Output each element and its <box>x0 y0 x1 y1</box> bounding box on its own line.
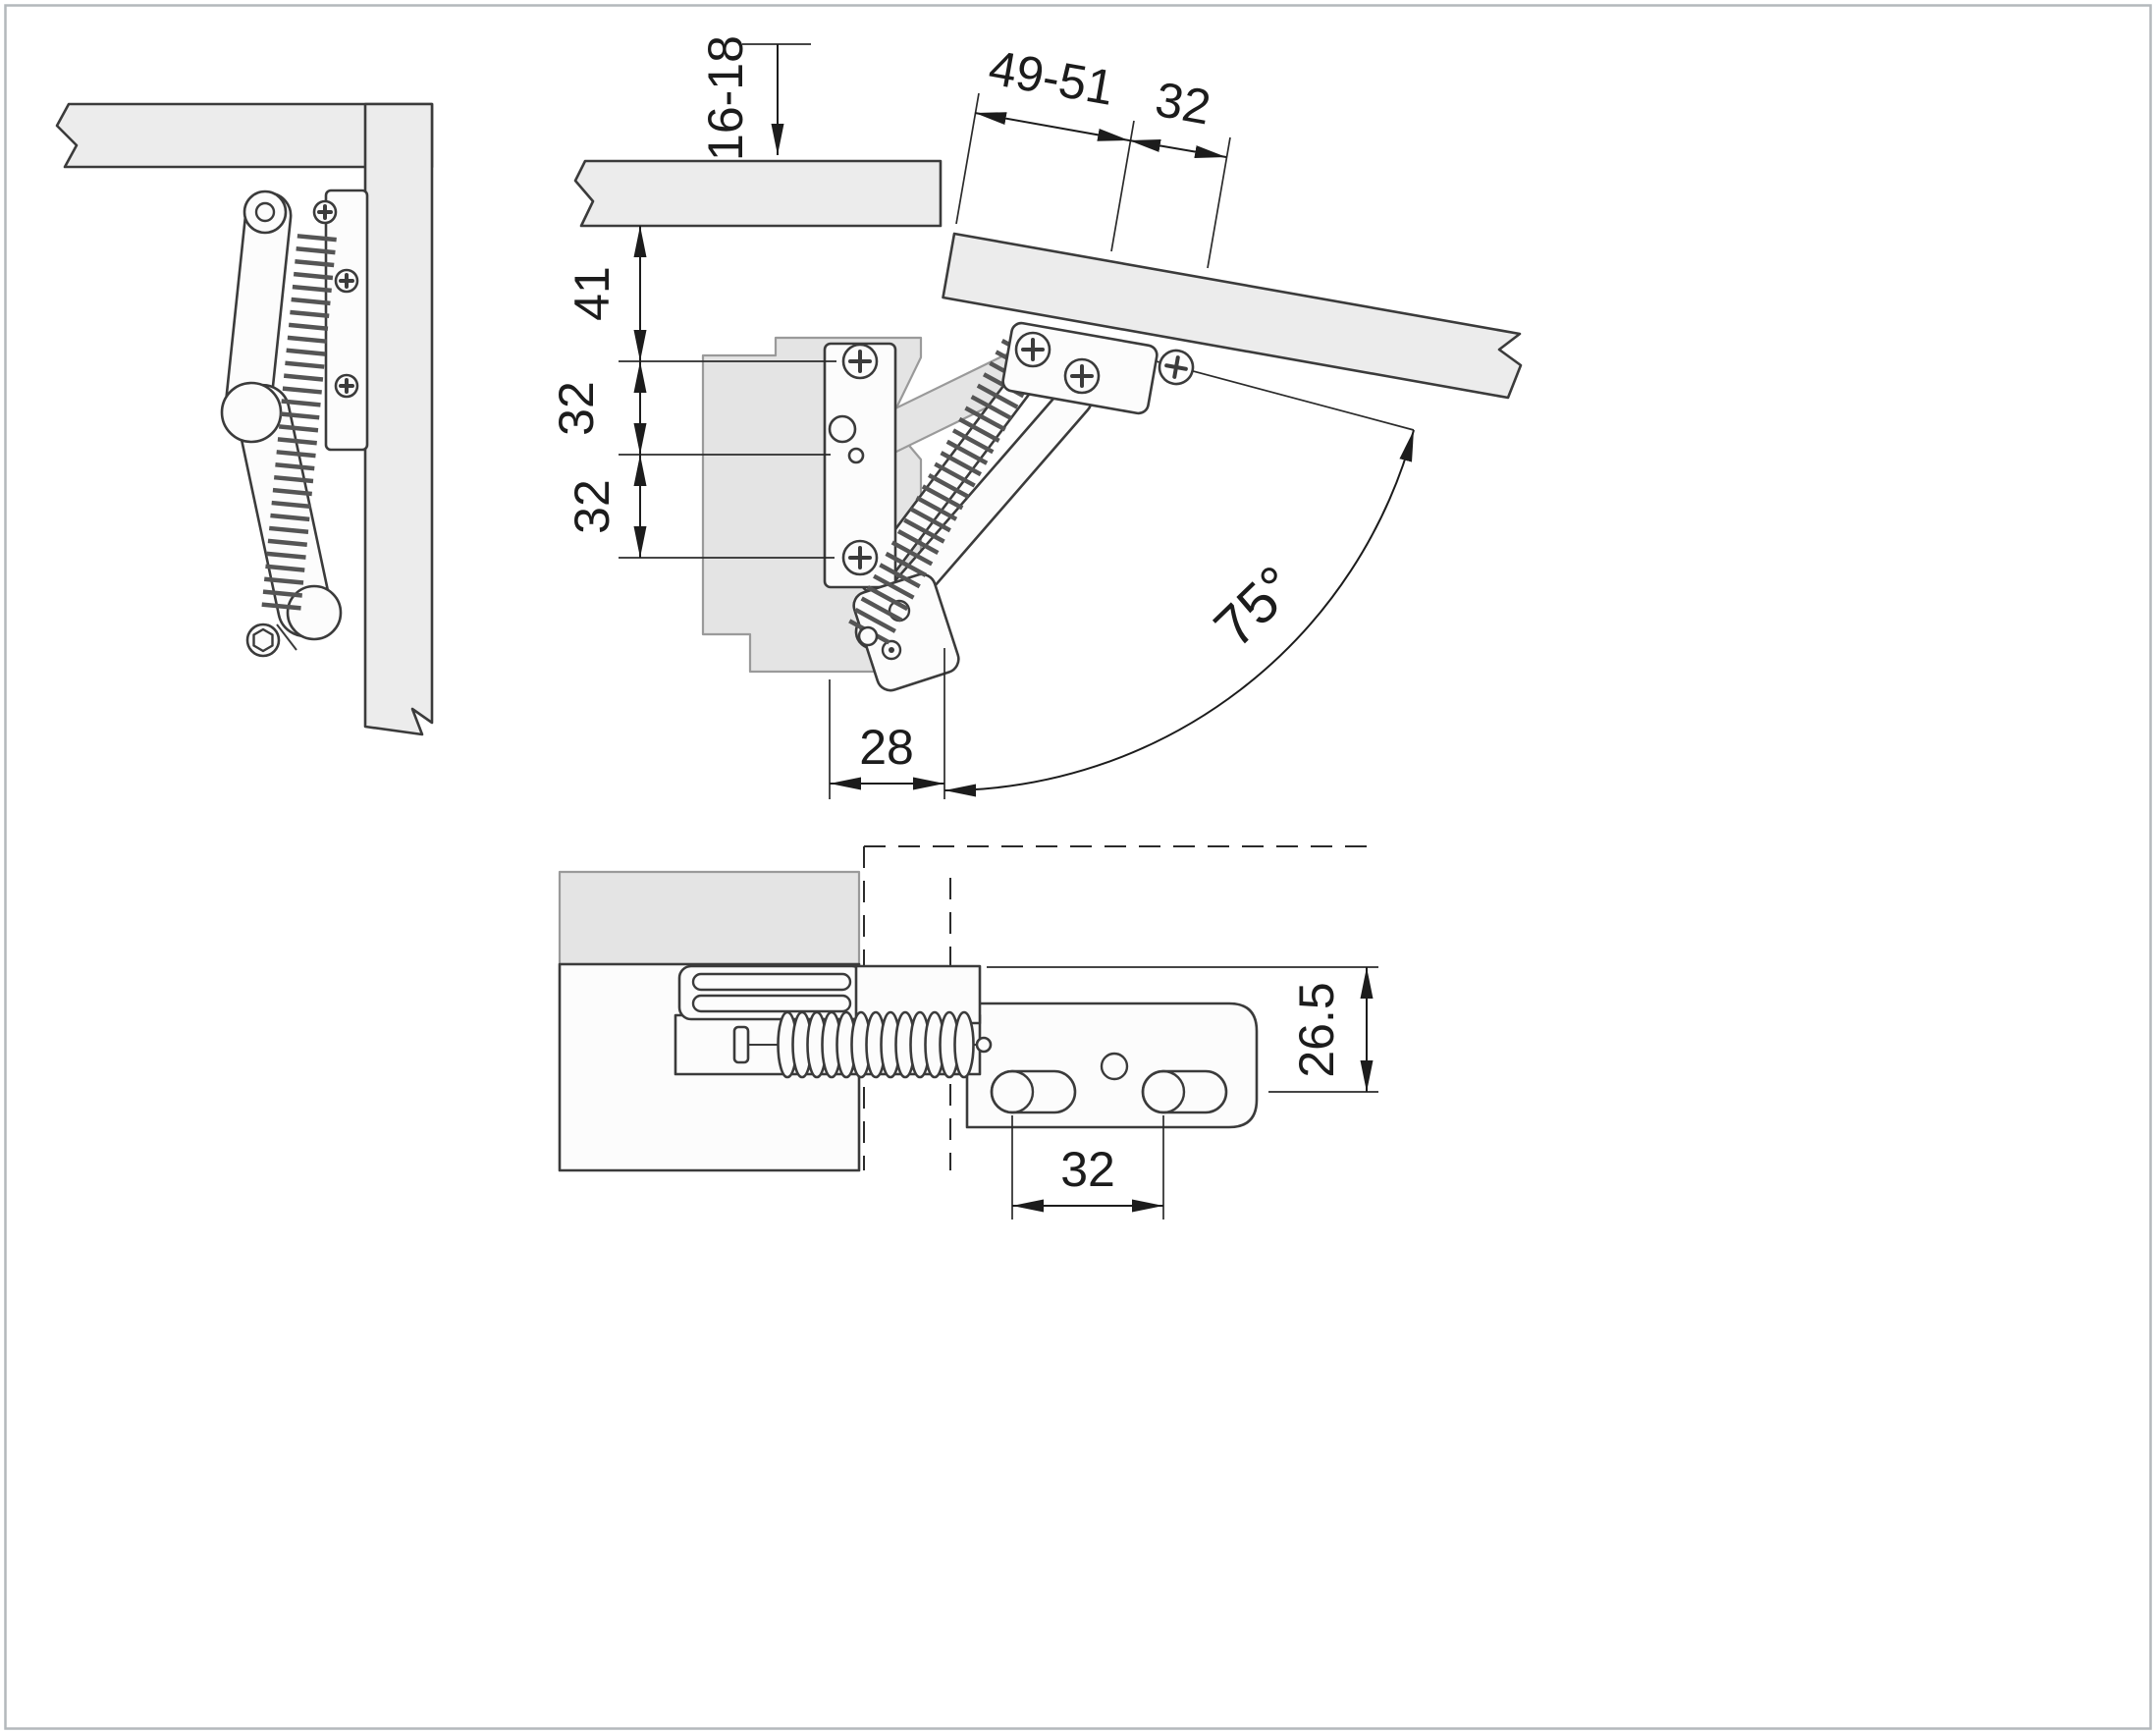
adjust-bolt <box>245 623 281 658</box>
pivot-bottom <box>286 584 343 641</box>
keyhole-round-right <box>1141 1069 1186 1114</box>
dim-slot-pitch: 32 <box>1011 1115 1164 1219</box>
dim-label-49-51: 49-51 <box>985 40 1118 116</box>
screw-icon <box>841 343 879 380</box>
dim-plate-depth: 26.5 <box>987 966 1378 1093</box>
closed-position-view <box>55 102 434 736</box>
screw-icon <box>841 539 879 576</box>
dim-label-32-a: 32 <box>549 381 604 436</box>
wing-slot <box>691 994 852 1013</box>
adjust-bolt-hex <box>252 627 274 653</box>
screw-icon <box>1014 331 1051 368</box>
dim-label-28: 28 <box>859 720 914 775</box>
screw-icon <box>1155 346 1198 389</box>
top-panel <box>573 159 943 228</box>
dim-flap-holes: 49-51 32 <box>955 40 1231 269</box>
screw-icon <box>334 268 359 294</box>
dim-panel-thickness: 16-18 <box>698 35 811 161</box>
pivot-hole <box>881 639 902 661</box>
page-border <box>4 4 2152 1730</box>
flap-board <box>942 232 1523 400</box>
spring-rod-end <box>975 1036 993 1054</box>
panel-section-gray <box>558 870 861 966</box>
dim-label-16-18: 16-18 <box>698 35 753 161</box>
screw-icon <box>334 373 359 399</box>
screw-icon <box>1063 357 1101 395</box>
center-hole <box>1100 1052 1129 1081</box>
pivot-top-pin <box>254 201 276 223</box>
mounting-bracket <box>324 189 369 452</box>
side-panel <box>363 102 434 736</box>
open-position-view: 16-18 41 32 32 49-51 32 <box>549 35 1523 799</box>
plan-view: 26.5 32 <box>558 845 1378 1219</box>
hole-small <box>847 447 865 464</box>
screw-icon <box>312 199 338 225</box>
dim-label-32-flap: 32 <box>1152 72 1215 135</box>
spring-coil <box>953 1010 975 1079</box>
dim-label-26-5: 26.5 <box>1289 982 1344 1077</box>
pivot-top <box>243 190 288 235</box>
wing-slot <box>691 972 852 992</box>
tension-spring-open <box>847 338 1044 646</box>
keyhole-round-left <box>990 1069 1035 1114</box>
pivot-pin <box>889 647 894 653</box>
dim-label-32-b: 32 <box>565 479 620 534</box>
pivot-middle <box>220 381 283 444</box>
spring-hook <box>276 623 297 651</box>
dim-label-41: 41 <box>565 266 620 321</box>
spring-hook-end <box>732 1025 750 1064</box>
spring-end <box>857 625 879 647</box>
dim-pivot-setback: 28 <box>829 648 945 799</box>
dim-hole-chain: 41 32 32 <box>549 226 836 559</box>
dim-label-32-plan: 32 <box>1060 1142 1115 1197</box>
rivet <box>828 414 857 444</box>
